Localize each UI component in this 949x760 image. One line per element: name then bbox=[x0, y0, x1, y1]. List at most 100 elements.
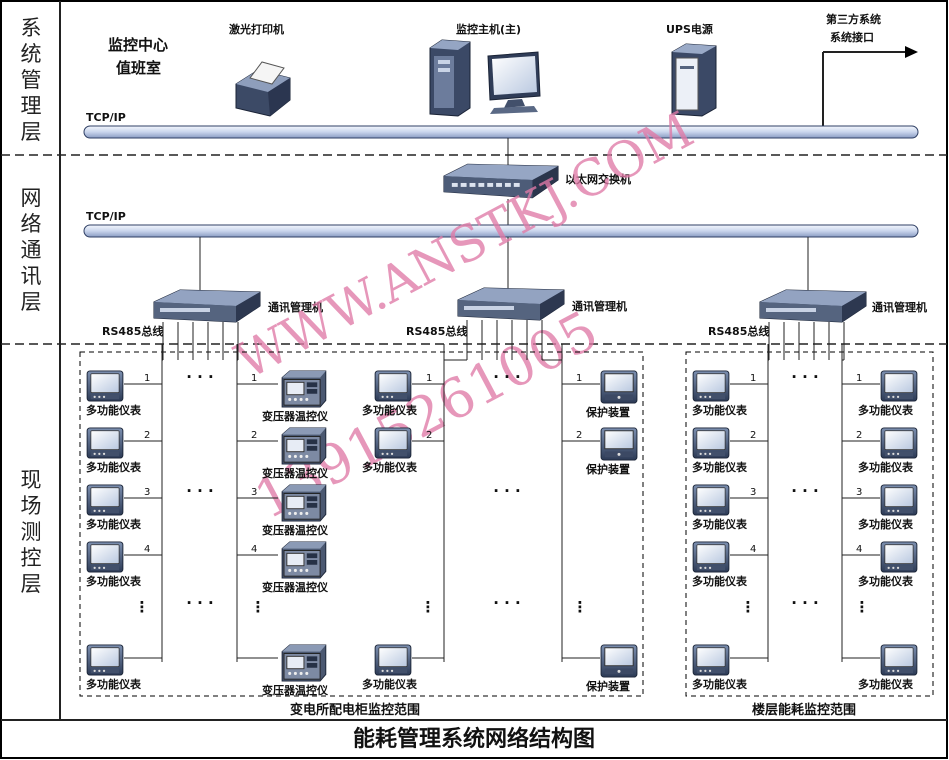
colE-meter-device-3-label: 多功能仪表 bbox=[692, 517, 748, 531]
colB-temp-number-3: 3 bbox=[251, 487, 257, 498]
horizontal-ellipsis-4: · · · bbox=[493, 368, 521, 386]
colF-meter-device-3-label: 多功能仪表 bbox=[858, 517, 914, 531]
colF-meter-device-4-label: 多功能仪表 bbox=[858, 574, 914, 588]
horizontal-ellipsis-8: · · · bbox=[791, 482, 819, 500]
colA-meter-device-n-icon bbox=[86, 644, 124, 676]
colF-meter-device-2-label: 多功能仪表 bbox=[858, 460, 914, 474]
layer-label-field-char: 测 bbox=[21, 520, 42, 544]
horizontal-ellipsis-3: · · · bbox=[186, 594, 214, 612]
colA-meter-device-3-icon bbox=[86, 484, 124, 516]
rs485-label-2: RS485总线 bbox=[406, 324, 467, 338]
colB-temp-device-1-icon bbox=[281, 370, 327, 408]
colF-meter-number-2: 2 bbox=[856, 430, 862, 441]
colC-meter-device-n-label: 多功能仪表 bbox=[362, 677, 418, 691]
monitor-stand bbox=[504, 99, 525, 108]
ups-icon bbox=[671, 43, 717, 117]
horizontal-ellipsis-9: · · · bbox=[791, 594, 819, 612]
layer-label-network-char: 络 bbox=[21, 212, 42, 236]
network-bus-label: TCP/IP bbox=[86, 210, 126, 223]
colE-meter-device-n-icon bbox=[692, 644, 730, 676]
monitor-base bbox=[490, 106, 538, 114]
rs485-label-1: RS485总线 bbox=[102, 324, 163, 338]
colD-prot-device-n-label: 保护装置 bbox=[585, 679, 630, 693]
horizontal-ellipsis-5: · · · bbox=[493, 482, 521, 500]
colD-prot-vertical-ellipsis: ⋮ bbox=[573, 598, 588, 616]
colC-meter-number-2: 2 bbox=[426, 430, 432, 441]
colC-meter-device-2-label: 多功能仪表 bbox=[362, 460, 418, 474]
layer-label-system-char: 管 bbox=[21, 68, 42, 92]
colF-meter-device-4-icon bbox=[880, 541, 918, 573]
colD-prot-device-1-label: 保护装置 bbox=[585, 405, 630, 419]
control-room-label-line2: 值班室 bbox=[116, 59, 161, 77]
horizontal-ellipsis-7: · · · bbox=[791, 368, 819, 386]
colF-meter-number-3: 3 bbox=[856, 487, 862, 498]
control-room-label-line1: 监控中心 bbox=[108, 36, 168, 54]
colA-meter-device-4-icon bbox=[86, 541, 124, 573]
layer-label-network-char: 讯 bbox=[21, 264, 42, 288]
colB-temp-number-2: 2 bbox=[251, 430, 257, 441]
host-computer-icon bbox=[429, 39, 541, 117]
rs485-label-3: RS485总线 bbox=[708, 324, 769, 338]
layer-label-system-char: 层 bbox=[21, 120, 42, 144]
colC-meter-vertical-ellipsis: ⋮ bbox=[421, 598, 436, 616]
colB-temp-device-n-label: 变压器温控仪 bbox=[262, 683, 329, 697]
colB-temp-vertical-ellipsis: ⋮ bbox=[251, 598, 266, 616]
ups-slot bbox=[680, 66, 694, 69]
colB-temp-device-2-icon bbox=[281, 427, 327, 465]
colD-prot-device-2-label: 保护装置 bbox=[585, 462, 630, 476]
printer-paper bbox=[249, 61, 285, 85]
colE-meter-number-2: 2 bbox=[750, 430, 756, 441]
layer-label-system-char: 系 bbox=[21, 16, 42, 40]
watermark-url: WWW.ANSTKJ.COM bbox=[226, 101, 702, 391]
floor-scope-label: 楼层能耗监控范围 bbox=[752, 702, 856, 718]
colA-meter-device-2-label: 多功能仪表 bbox=[86, 460, 142, 474]
colB-temp-device-3-icon bbox=[281, 484, 327, 522]
colD-prot-device-n-icon bbox=[600, 644, 638, 678]
comm-manager-1-label: 通讯管理机 bbox=[268, 300, 323, 314]
third-party-label-line1: 第三方系统 bbox=[826, 12, 881, 26]
colB-temp-device-2-label: 变压器温控仪 bbox=[262, 466, 329, 480]
ups-label: UPS电源 bbox=[666, 22, 713, 36]
colD-prot-number-1: 1 bbox=[576, 373, 582, 384]
colA-meter-device-n-label: 多功能仪表 bbox=[86, 677, 142, 691]
layer-label-network-char: 层 bbox=[21, 290, 42, 314]
colE-meter-device-2-label: 多功能仪表 bbox=[692, 460, 748, 474]
colF-meter-number-1: 1 bbox=[856, 373, 862, 384]
horizontal-ellipsis-1: · · · bbox=[186, 368, 214, 386]
colE-meter-number-3: 3 bbox=[750, 487, 756, 498]
host-label: 监控主机(主) bbox=[456, 22, 521, 36]
comm-manager-2-label: 通讯管理机 bbox=[572, 299, 627, 313]
system-tcpip-bus bbox=[83, 125, 919, 139]
colD-prot-device-2-icon bbox=[600, 427, 638, 461]
layer-label-field-char: 层 bbox=[21, 572, 42, 596]
host-drive-1 bbox=[438, 60, 450, 64]
layer-label-system-char: 统 bbox=[21, 42, 42, 66]
layer-label-network-char: 网 bbox=[21, 186, 42, 210]
colC-meter-device-1-label: 多功能仪表 bbox=[362, 403, 418, 417]
colF-meter-device-1-icon bbox=[880, 370, 918, 402]
host-tower-top bbox=[430, 40, 470, 50]
colE-meter-device-4-label: 多功能仪表 bbox=[692, 574, 748, 588]
colD-prot-device-1-icon bbox=[600, 370, 638, 404]
colE-meter-number-1: 1 bbox=[750, 373, 756, 384]
colE-meter-device-1-label: 多功能仪表 bbox=[692, 403, 748, 417]
colC-meter-device-n-icon bbox=[374, 644, 412, 676]
colB-temp-device-1-label: 变压器温控仪 bbox=[262, 409, 329, 423]
colC-meter-device-2-icon bbox=[374, 427, 412, 459]
colE-meter-device-2-icon bbox=[692, 427, 730, 459]
substation-scope-box bbox=[79, 351, 644, 697]
colA-meter-number-3: 3 bbox=[144, 487, 150, 498]
colF-meter-vertical-ellipsis: ⋮ bbox=[855, 598, 870, 616]
colA-meter-vertical-ellipsis: ⋮ bbox=[135, 598, 150, 616]
colB-temp-device-n-icon bbox=[281, 644, 327, 682]
colA-meter-device-3-label: 多功能仪表 bbox=[86, 517, 142, 531]
comm-manager-3-label: 通讯管理机 bbox=[872, 300, 927, 314]
colC-meter-number-1: 1 bbox=[426, 373, 432, 384]
host-drive-2 bbox=[438, 68, 450, 72]
colB-temp-device-3-label: 变压器温控仪 bbox=[262, 523, 329, 537]
comm-manager-1-icon bbox=[153, 289, 261, 323]
printer-side bbox=[268, 78, 290, 116]
colB-temp-device-4-label: 变压器温控仪 bbox=[262, 580, 329, 594]
